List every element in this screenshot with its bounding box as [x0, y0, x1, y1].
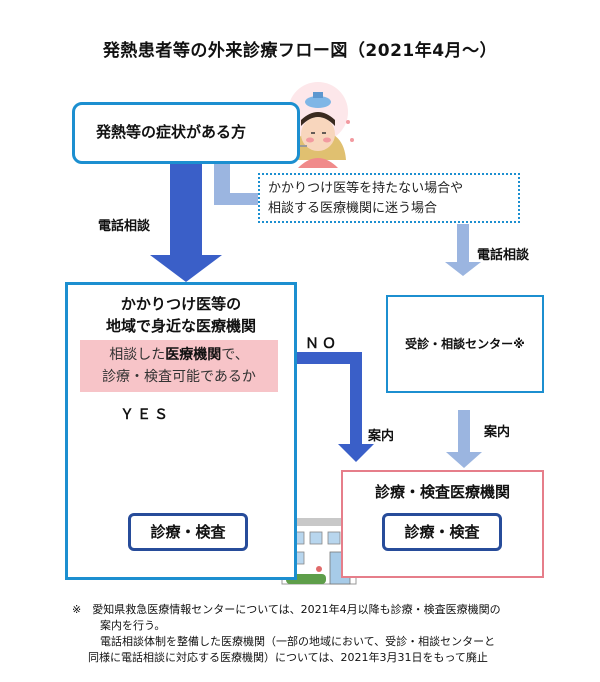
arrow-down-guide-right	[446, 410, 482, 468]
page-title: 発熱患者等の外来診療フロー図（2021年4月～）	[102, 41, 498, 61]
fever-symptoms-label: 発熱等の症状がある方	[96, 123, 247, 141]
note-line-1: かかりつけ医等を持たない場合や	[268, 181, 464, 196]
yes-label: ＹＥＳ	[120, 407, 171, 423]
arrow-down-phone-left	[150, 159, 222, 282]
footnote-line-2: 案内を行う。	[100, 619, 166, 632]
no-label: ＮＯ	[305, 336, 339, 352]
local-clinic-title: かかりつけ医等の 地域で身近な医療機関	[65, 293, 297, 337]
guide-label-left: 案内	[368, 429, 395, 444]
sick-person-illustration	[285, 82, 354, 168]
guide-label-right: 案内	[484, 425, 511, 440]
local-exam-box: 診療・検査	[128, 513, 248, 551]
phone-consult-label-left: 電話相談	[98, 219, 151, 234]
fever-symptoms-box	[72, 102, 300, 164]
note-line-2: 相談する医療機関に迷う場合	[268, 201, 438, 216]
footnote-line-1: ※ 愛知県救急医療情報センターについては、2021年4月以降も診療・検査医療機関…	[72, 603, 501, 616]
connector-to-note	[214, 159, 258, 205]
footnote-line-3: 電話相談体制を整備した医療機関（一部の地域において、受診・相談センターと	[100, 635, 496, 648]
footnote-line-4: 同様に電話相談に対応する医療機関）については、2021年3月31日をもって廃止	[88, 651, 488, 664]
question-pre: 相談した	[109, 347, 166, 363]
testing-clinic-title: 診療・検査医療機関	[374, 483, 510, 501]
availability-question: 相談した医療機関で、 診療・検査可能であるか	[80, 340, 278, 392]
local-clinic-title-line-1: かかりつけ医等の	[120, 295, 242, 313]
question-line-2: 診療・検査可能であるか	[102, 369, 256, 385]
phone-consult-label-right: 電話相談	[477, 248, 530, 263]
testing-exam-box: 診療・検査	[382, 513, 502, 551]
local-clinic-title-line-2: 地域で身近な医療機関	[105, 317, 256, 335]
question-post: で、	[221, 347, 249, 363]
arrow-no	[297, 352, 374, 462]
question-line-1: 相談した医療機関で、	[80, 344, 278, 366]
no-family-doctor-note: かかりつけ医等を持たない場合や 相談する医療機関に迷う場合	[258, 173, 520, 223]
question-bold: 医療機関	[165, 347, 222, 363]
consultation-center-box: 受診・相談センター※	[386, 295, 544, 393]
arrow-down-phone-right	[445, 224, 481, 276]
footnote: ※ 愛知県救急医療情報センターについては、2021年4月以降も診療・検査医療機関…	[72, 602, 592, 666]
